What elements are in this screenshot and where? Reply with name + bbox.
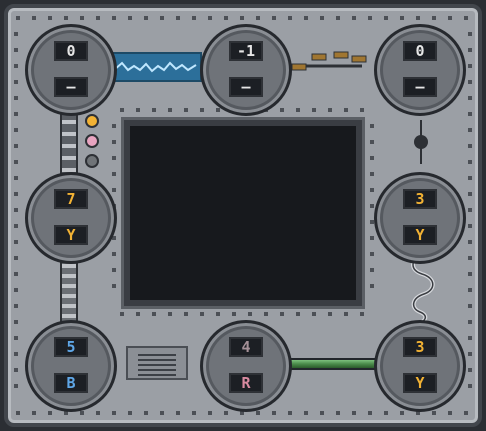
dial-mid-right-bottom-digit: Y: [403, 225, 437, 245]
dial-top-right[interactable]: 0 –: [374, 24, 466, 116]
indicator-light-off: [85, 154, 99, 168]
waveform-line: [113, 61, 197, 73]
dial-mid-left[interactable]: 7 Y: [25, 172, 117, 264]
dial-top-left-top-digit: 0: [54, 41, 88, 61]
antenna-icon: [414, 120, 428, 164]
coiled-cable-icon: [411, 252, 435, 326]
main-screen: [124, 120, 362, 306]
dial-bottom-left[interactable]: 5 B: [25, 320, 117, 412]
dial-mid-left-bottom-digit: Y: [54, 225, 88, 245]
green-pipe: [286, 358, 378, 370]
dial-top-center-bottom-digit: –: [229, 77, 263, 97]
dial-bottom-right[interactable]: 3 Y: [374, 320, 466, 412]
dial-mid-left-top-digit: 7: [54, 189, 88, 209]
chain-link-icon: [60, 110, 78, 176]
waveform-display: [108, 52, 202, 82]
dial-bottom-center[interactable]: 4 R: [200, 320, 292, 412]
wire-terminal-icon: [291, 51, 367, 71]
dial-mid-right-top-digit: 3: [403, 189, 437, 209]
dial-top-right-top-digit: 0: [403, 41, 437, 61]
dial-bottom-center-top-digit: 4: [229, 337, 263, 357]
vent-grille-icon: [126, 346, 188, 380]
dial-top-left-bottom-digit: –: [54, 77, 88, 97]
indicator-lights: [82, 112, 102, 172]
dial-top-left[interactable]: 0 –: [25, 24, 117, 116]
dial-mid-right[interactable]: 3 Y: [374, 172, 466, 264]
dial-top-center-top-digit: -1: [229, 41, 263, 61]
dial-bottom-right-top-digit: 3: [403, 337, 437, 357]
dial-bottom-right-bottom-digit: Y: [403, 373, 437, 393]
indicator-light-pink: [85, 134, 99, 148]
dial-bottom-center-bottom-digit: R: [229, 373, 263, 393]
dial-bottom-left-bottom-digit: B: [54, 373, 88, 393]
dial-bottom-left-top-digit: 5: [54, 337, 88, 357]
indicator-light-yellow: [85, 114, 99, 128]
dial-top-center[interactable]: -1 –: [200, 24, 292, 116]
dial-top-right-bottom-digit: –: [403, 77, 437, 97]
chain-link-icon-2: [60, 256, 78, 326]
